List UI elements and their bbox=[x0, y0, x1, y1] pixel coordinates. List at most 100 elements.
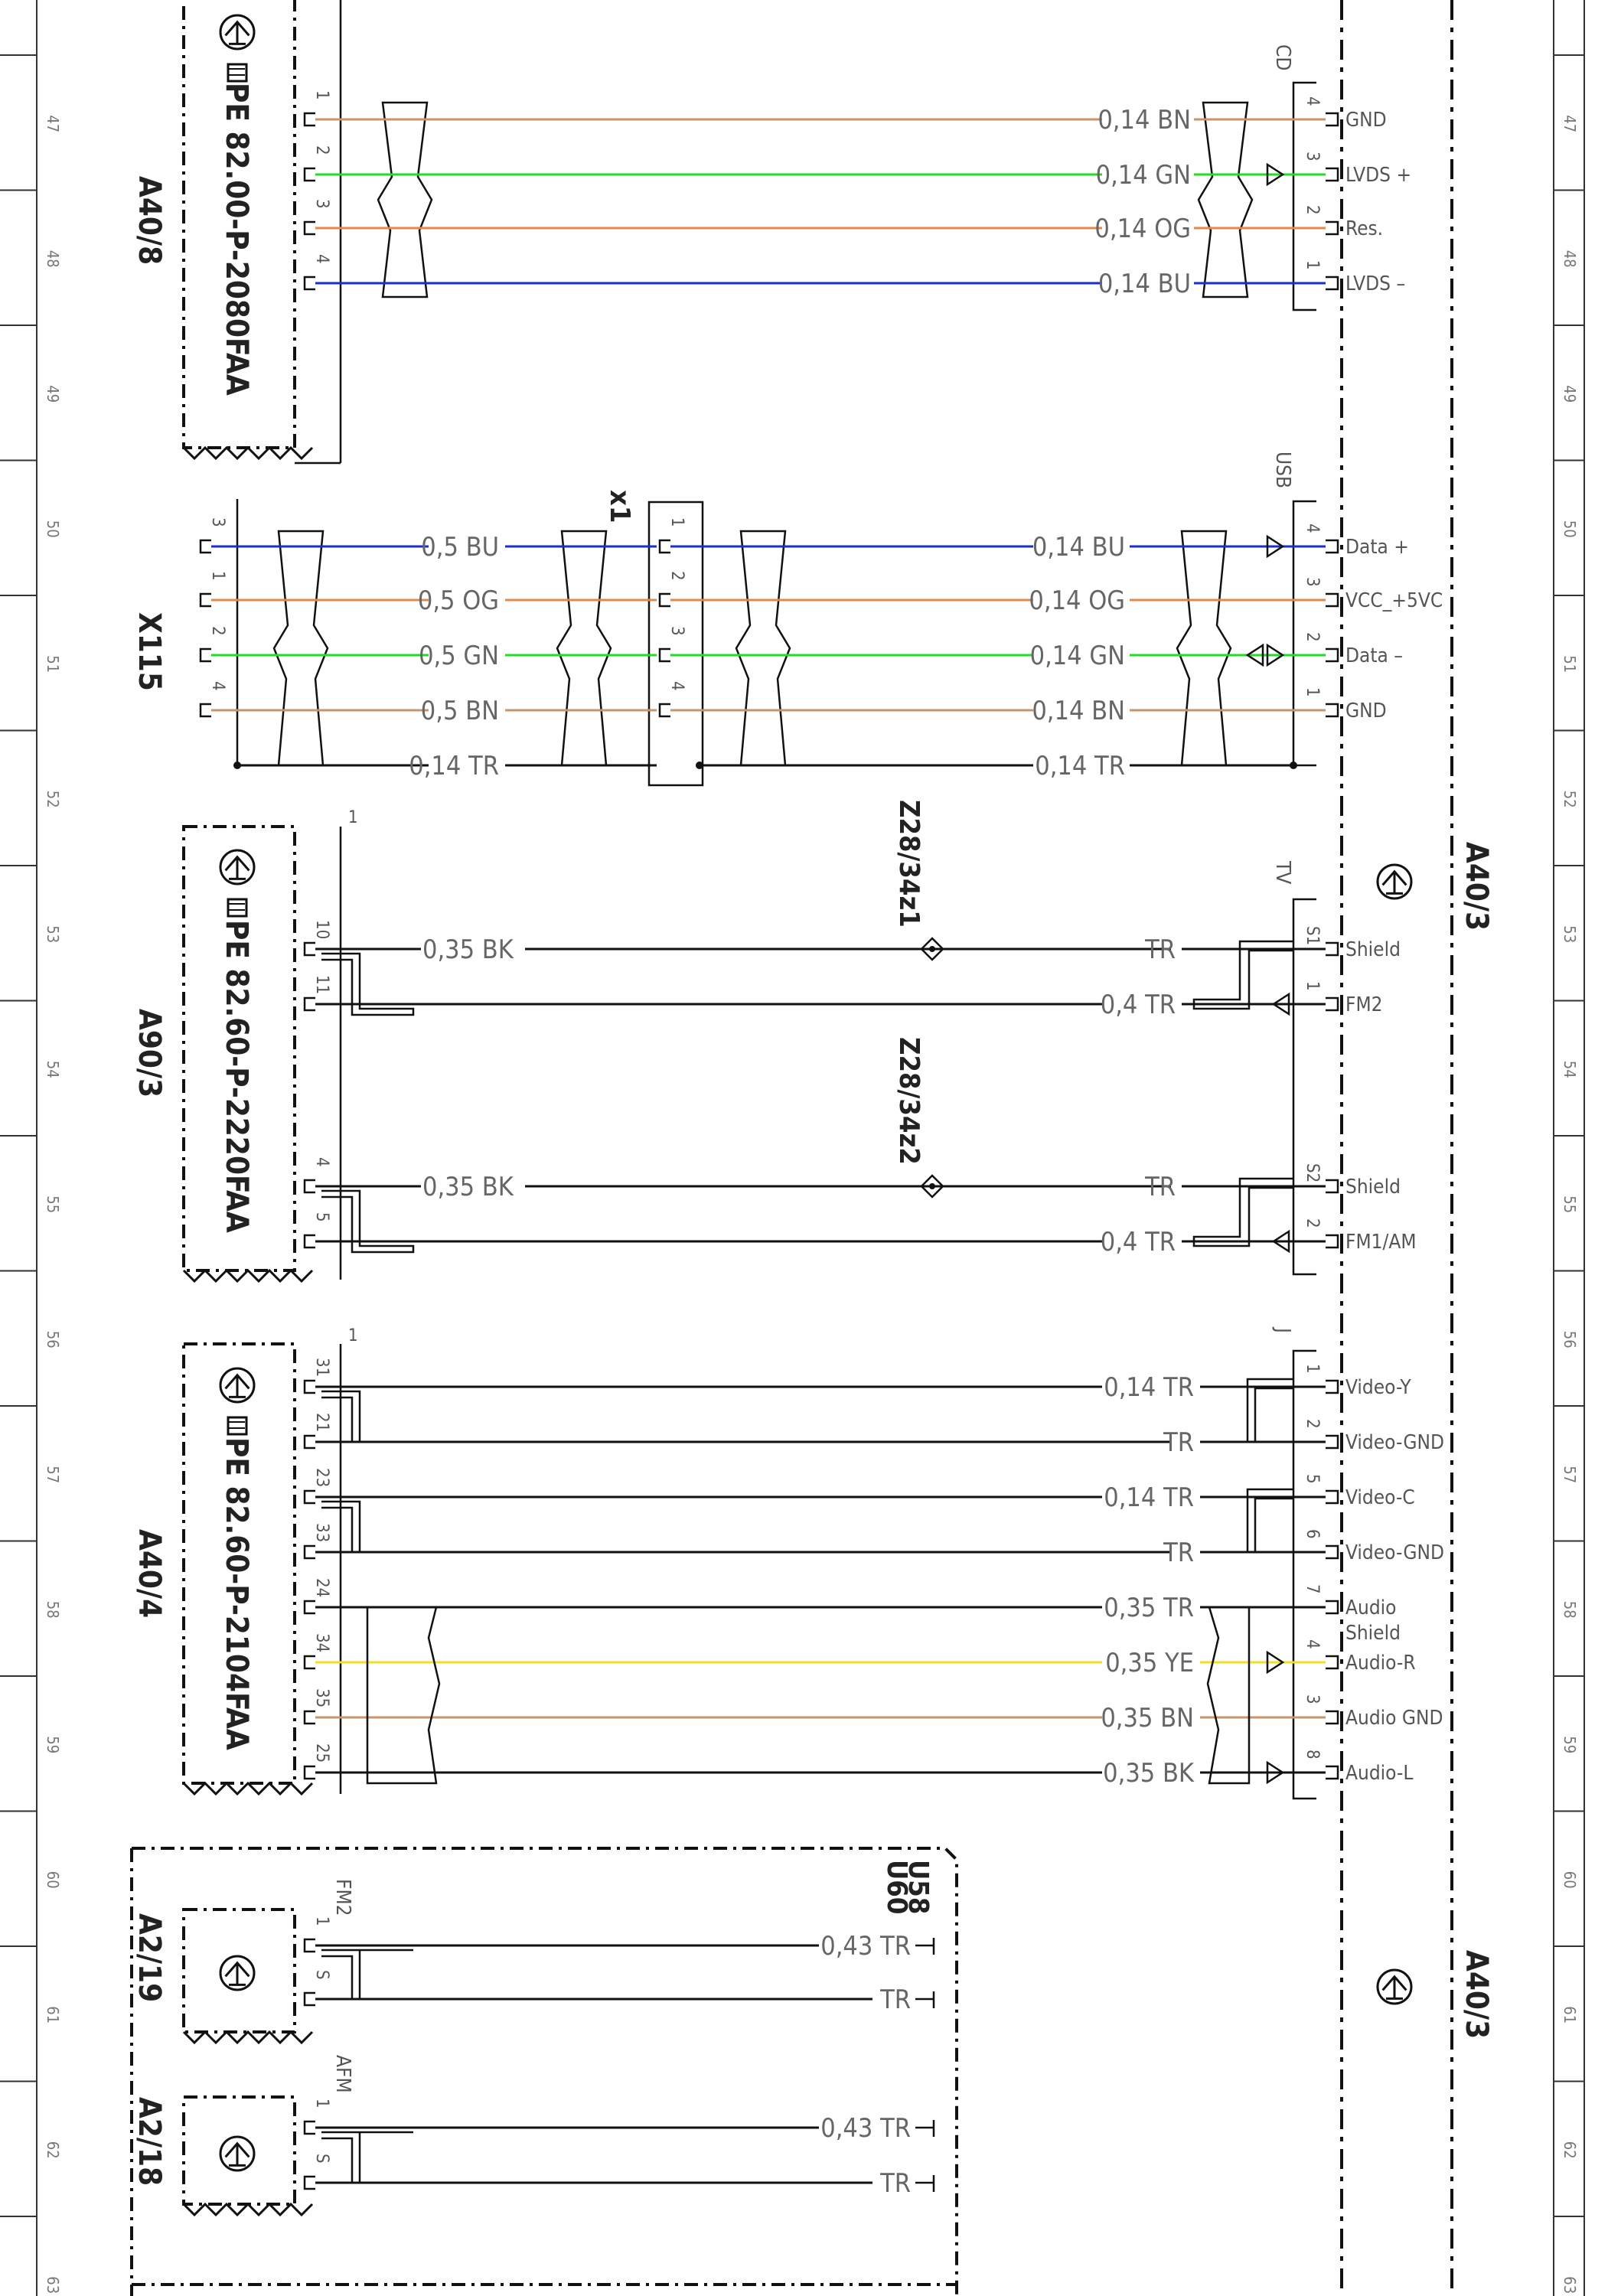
cd-left-pin: 3 bbox=[303, 199, 331, 236]
right-pin-signal: LVDS – bbox=[1345, 272, 1405, 295]
video-shield-right bbox=[1246, 1378, 1293, 1442]
component-ground-icon bbox=[219, 1367, 256, 1404]
component-id-x115: X115 bbox=[132, 612, 167, 691]
audio-left-arrow-icon bbox=[1266, 1760, 1285, 1785]
antenna-wire-label: TR bbox=[879, 2168, 911, 2199]
splice-diamond-icon bbox=[920, 937, 944, 961]
antenna-connector-end-icon bbox=[915, 2120, 935, 2137]
tv-wire-label-left: 0,35 BK bbox=[422, 1172, 514, 1202]
hand-icon-body bbox=[227, 1416, 248, 1436]
hand-icon-body bbox=[227, 63, 248, 83]
right-pin-socket bbox=[1326, 647, 1339, 663]
pointing-hand-icon bbox=[227, 1416, 248, 1436]
module-box-u58-u60 bbox=[130, 1847, 958, 2296]
left-pin-socket bbox=[303, 2175, 315, 2190]
usb-wire-label-right: 0,14 BN bbox=[1032, 696, 1125, 726]
left-pin-socket bbox=[303, 1489, 315, 1505]
connector-label-tv: TV bbox=[1271, 860, 1294, 884]
cd-twisted-bracket-left bbox=[377, 101, 433, 298]
video-wire-label: 0,14 TR bbox=[1104, 1372, 1194, 1403]
grid-number-left: 63 bbox=[44, 2276, 62, 2294]
main-unit-ground-icon-1 bbox=[1376, 863, 1413, 900]
right-pin-socket bbox=[1326, 1765, 1339, 1780]
grid-number-right: 59 bbox=[1561, 1736, 1579, 1753]
right-pin-number: 1 bbox=[1303, 981, 1322, 991]
left-pin-number: 4 bbox=[312, 1157, 331, 1167]
component-reference: PE 82.00-P-2080FAA bbox=[219, 83, 254, 396]
grid-number-left: 56 bbox=[44, 1331, 62, 1349]
left-pin-number: 1 bbox=[312, 2099, 331, 2108]
right-pin-socket bbox=[1326, 1710, 1339, 1725]
pin-number-1: 1 bbox=[348, 1326, 358, 1345]
left-pin-number: 11 bbox=[312, 975, 331, 994]
right-pin-signal: Audio-L bbox=[1345, 1762, 1413, 1785]
audio-twisted-bracket-right bbox=[1206, 1606, 1251, 1785]
right-pin-signal: Data – bbox=[1345, 644, 1403, 667]
component-reference: PE 82.60-P-2220FAA bbox=[219, 920, 254, 1233]
usb-connector-bracket bbox=[1292, 500, 1316, 767]
cd-wire-label: 0,14 BU bbox=[1098, 269, 1191, 299]
video-left-pin: 23 bbox=[303, 1468, 331, 1505]
module-label-u58: U58 bbox=[902, 1860, 934, 1914]
cd-left-pin: 1 bbox=[303, 90, 331, 127]
left-pin-socket bbox=[303, 167, 315, 182]
audio-twisted-bracket-left bbox=[366, 1606, 441, 1785]
left-pin-number: 2 bbox=[312, 145, 331, 155]
right-pin-socket bbox=[1326, 539, 1339, 554]
left-pin-number: 1 bbox=[312, 1916, 331, 1926]
usb-wire-label-left: 0,5 BU bbox=[421, 532, 499, 563]
usb-wire-label-right: 0,14 BU bbox=[1032, 532, 1125, 563]
grid-number-left: 58 bbox=[44, 1601, 62, 1619]
right-pin-signal: Video-C bbox=[1345, 1486, 1415, 1509]
j-connector-bracket bbox=[1292, 1349, 1316, 1800]
usb-wire-label-left: 0,5 OG bbox=[418, 585, 499, 616]
component-ground-icon bbox=[219, 14, 256, 51]
left-pin-number: 3 bbox=[312, 199, 331, 209]
tv-direction-arrow-icon bbox=[1271, 1229, 1290, 1254]
right-pin-socket bbox=[1326, 276, 1339, 291]
left-pin-number: 2 bbox=[208, 626, 227, 636]
tv-left-pin: 11 bbox=[303, 975, 331, 1012]
component-id-a40-4: A40/4 bbox=[132, 1529, 167, 1618]
component-box-a2-18 bbox=[182, 2095, 296, 2206]
grid-number-right: 58 bbox=[1561, 1601, 1579, 1619]
right-pin-socket bbox=[1326, 1655, 1339, 1670]
tv-shield-left bbox=[321, 952, 415, 1016]
grid-number-right: 55 bbox=[1561, 1195, 1579, 1213]
x115-pin: 1 bbox=[199, 571, 227, 608]
connector-label-afm: AFM bbox=[331, 2055, 354, 2093]
right-pin-signal: Audio bbox=[1345, 1596, 1397, 1619]
antenna-wire-label: 0,43 TR bbox=[820, 1931, 911, 1962]
usb-data-plus-arrow-icon bbox=[1266, 534, 1285, 559]
video-wire-label: 0,35 BN bbox=[1101, 1703, 1194, 1733]
left-pin-number: 3 bbox=[208, 517, 227, 527]
hand-icon-lines bbox=[228, 68, 245, 76]
tv-wire-label-right: TR bbox=[1144, 934, 1176, 965]
right-pin-signal: GND bbox=[1345, 109, 1387, 132]
right-pin-number: 4 bbox=[1303, 96, 1322, 106]
right-pin-signal: FM1/AM bbox=[1345, 1231, 1417, 1254]
video-shield-right bbox=[1246, 1488, 1293, 1552]
grid-number-right: 60 bbox=[1561, 1871, 1579, 1889]
left-pin-socket bbox=[303, 1234, 315, 1249]
right-pin-socket bbox=[1326, 592, 1339, 608]
antenna-wire-label: 0,43 TR bbox=[820, 2113, 911, 2144]
left-pin-number: 4 bbox=[312, 254, 331, 264]
video-left-pin: 21 bbox=[303, 1413, 331, 1450]
grid-number-right: 52 bbox=[1561, 791, 1579, 808]
right-pin-socket bbox=[1326, 703, 1339, 718]
tv-shield-right bbox=[1192, 1177, 1293, 1247]
right-pin-number: 3 bbox=[1303, 1694, 1322, 1704]
ground-circle bbox=[219, 1367, 256, 1404]
left-pin-socket bbox=[303, 1600, 315, 1615]
video-shield-left bbox=[321, 1500, 361, 1552]
grid-number-left: 55 bbox=[44, 1195, 62, 1213]
components-layer bbox=[130, 0, 1453, 2296]
right-pin-socket bbox=[1326, 112, 1339, 127]
